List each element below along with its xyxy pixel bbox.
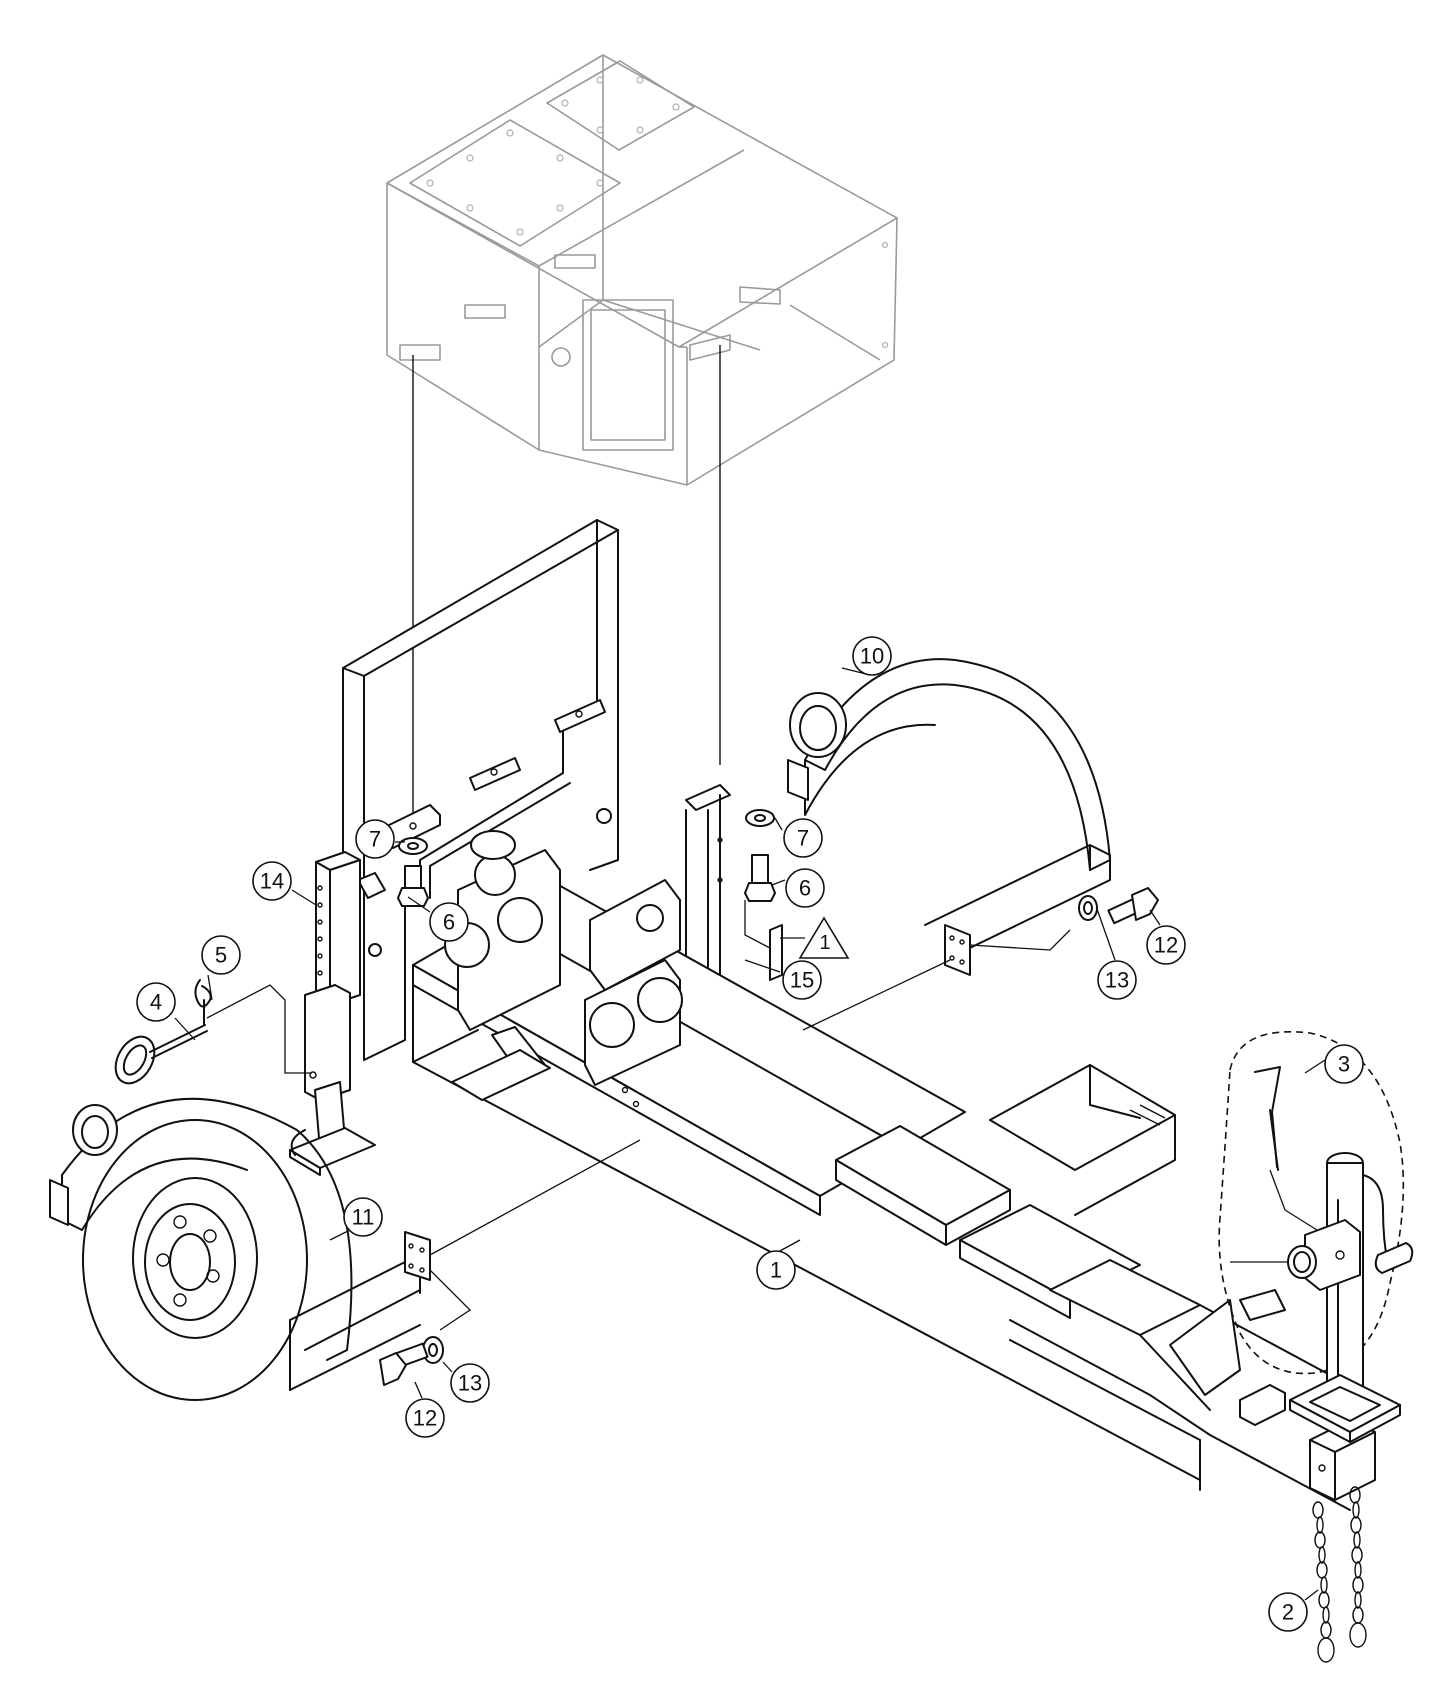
right-bolt-washer <box>1078 887 1159 925</box>
left-bolt-washer <box>379 1336 444 1386</box>
svg-text:14: 14 <box>260 869 284 894</box>
note-flag-triangle: 1 <box>780 916 850 959</box>
ghost-enclosure <box>386 54 898 486</box>
svg-text:7: 7 <box>369 827 381 852</box>
svg-text:1: 1 <box>819 932 830 954</box>
callout-15: 15 <box>782 960 822 1000</box>
callout-14: 14 <box>252 861 292 901</box>
callout-10: 10 <box>852 636 892 676</box>
right-fender <box>787 658 1111 976</box>
back-panel <box>342 519 619 1066</box>
callout-5: 5 <box>201 935 241 975</box>
alignment-lines <box>412 345 721 828</box>
svg-text:6: 6 <box>799 876 811 901</box>
lock-pin-and-clip <box>114 979 312 1085</box>
callout-leaders <box>174 667 1326 1601</box>
callout-13-left: 13 <box>450 1363 490 1403</box>
callout-4: 4 <box>136 982 176 1022</box>
svg-text:12: 12 <box>413 1406 437 1431</box>
svg-text:1: 1 <box>770 1258 782 1283</box>
svg-text:5: 5 <box>215 943 227 968</box>
callout-7-right: 7 <box>783 818 823 858</box>
svg-text:4: 4 <box>150 990 162 1015</box>
callout-2: 2 <box>1268 1592 1308 1632</box>
svg-text:12: 12 <box>1154 933 1178 958</box>
left-wheel-fender <box>49 959 951 1401</box>
callout-12-right: 12 <box>1146 925 1186 965</box>
svg-text:7: 7 <box>797 826 809 851</box>
callout-1: 1 <box>756 1250 796 1290</box>
svg-text:15: 15 <box>790 968 814 993</box>
safety-chains <box>1312 1486 1367 1663</box>
callout-6-left: 6 <box>429 902 469 942</box>
callout-13-right: 13 <box>1097 960 1137 1000</box>
spring-hangers <box>444 830 683 1086</box>
svg-text:2: 2 <box>1282 1600 1294 1625</box>
leveling-jack-left <box>289 851 376 1176</box>
svg-text:11: 11 <box>352 1205 375 1230</box>
callout-11: 11 <box>343 1197 383 1237</box>
svg-text:6: 6 <box>443 910 455 935</box>
right-mount-post <box>685 784 783 986</box>
callout-3: 3 <box>1324 1044 1364 1084</box>
svg-text:13: 13 <box>458 1371 482 1396</box>
tongue-jack-assembly <box>1218 1031 1414 1443</box>
svg-text:3: 3 <box>1338 1052 1350 1077</box>
callout-7-left: 7 <box>355 819 395 859</box>
svg-text:10: 10 <box>860 644 884 669</box>
callout-6-right: 6 <box>785 868 825 908</box>
callout-12-left: 12 <box>405 1398 445 1438</box>
svg-text:13: 13 <box>1105 968 1129 993</box>
